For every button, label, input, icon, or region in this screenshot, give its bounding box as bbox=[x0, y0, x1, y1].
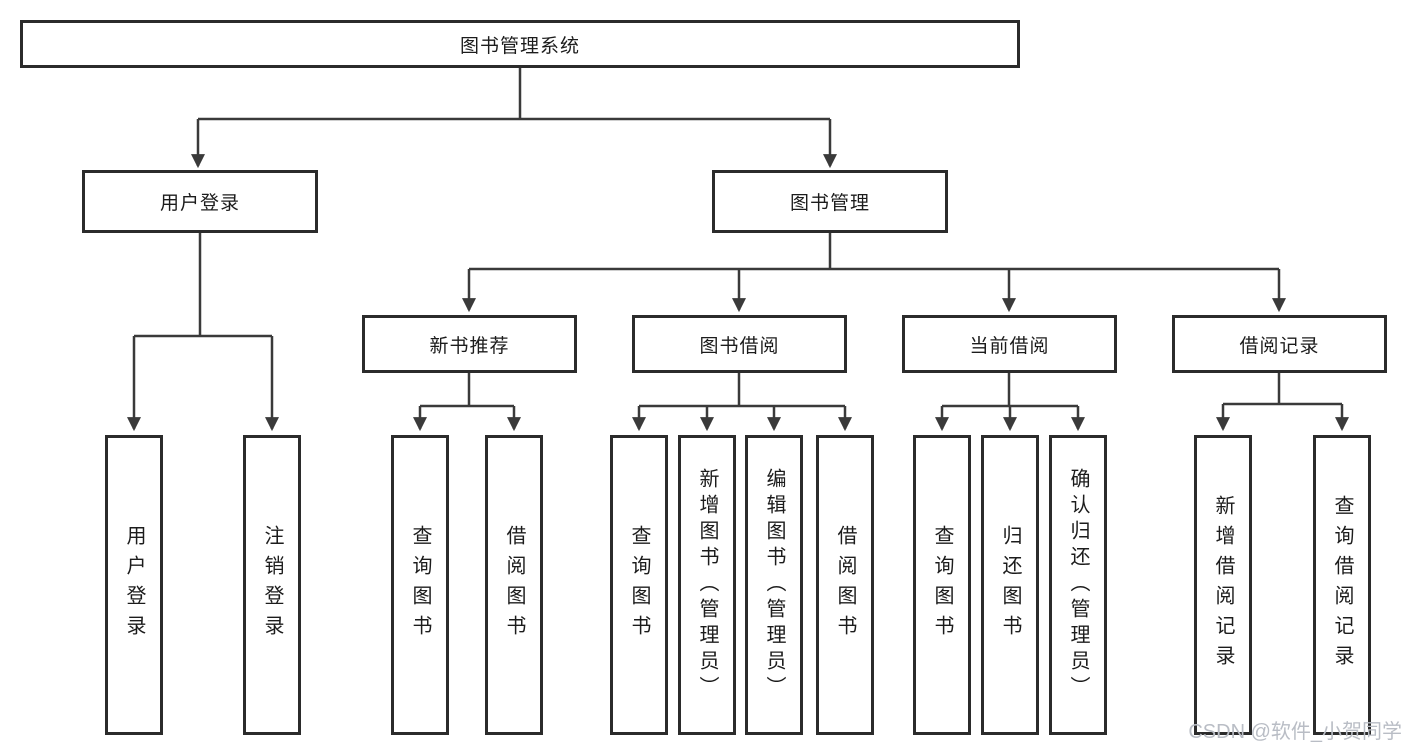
leaf-query-books-borrowing: 查询图书 bbox=[610, 435, 668, 735]
connector-root-to-level2 bbox=[198, 68, 830, 121]
leaf-label: 归还图书 bbox=[999, 525, 1021, 645]
node-new-book-recommend: 新书推荐 bbox=[362, 315, 577, 373]
leaf-label: 借阅图书 bbox=[503, 525, 525, 645]
connector-current-borrow-to-leaves bbox=[942, 373, 1078, 408]
leaf-return-books: 归还图书 bbox=[981, 435, 1039, 735]
leaf-label: 查询图书 bbox=[628, 525, 650, 645]
leaf-user-login: 用户登录 bbox=[105, 435, 163, 735]
connector-user-login-to-leaves bbox=[134, 233, 272, 338]
leaf-label: 注销登录 bbox=[261, 525, 283, 645]
leaf-query-borrow-record: 查询借阅记录 bbox=[1313, 435, 1371, 735]
leaf-confirm-return-admin: 确认归还（管理员） bbox=[1049, 435, 1107, 735]
leaf-borrow-books-recommend: 借阅图书 bbox=[485, 435, 543, 735]
node-book-management: 图书管理 bbox=[712, 170, 948, 233]
node-library-management-system: 图书管理系统 bbox=[20, 20, 1020, 68]
leaf-label: 查询借阅记录 bbox=[1331, 495, 1353, 675]
csdn-watermark: CSDN @软件_小贺同学 bbox=[1188, 721, 1402, 743]
node-borrow-records: 借阅记录 bbox=[1172, 315, 1387, 373]
node-book-borrowing: 图书借阅 bbox=[632, 315, 847, 373]
connector-borrow-records-to-leaves bbox=[1223, 373, 1342, 406]
leaf-add-borrow-record: 新增借阅记录 bbox=[1194, 435, 1252, 735]
leaf-query-books-recommend: 查询图书 bbox=[391, 435, 449, 735]
node-current-borrowing: 当前借阅 bbox=[902, 315, 1117, 373]
leaf-borrow-books: 借阅图书 bbox=[816, 435, 874, 735]
leaf-edit-books-admin: 编辑图书（管理员） bbox=[745, 435, 803, 735]
leaf-label: 编辑图书（管理员） bbox=[763, 468, 785, 702]
leaf-label: 借阅图书 bbox=[834, 525, 856, 645]
leaf-label: 查询图书 bbox=[931, 525, 953, 645]
connector-book-borrow-to-leaves bbox=[639, 373, 845, 408]
leaf-add-books-admin: 新增图书（管理员） bbox=[678, 435, 736, 735]
connector-book-management-to-level3 bbox=[469, 233, 1279, 271]
leaf-label: 确认归还（管理员） bbox=[1067, 468, 1089, 702]
leaf-label: 新增借阅记录 bbox=[1212, 495, 1234, 675]
leaf-logout: 注销登录 bbox=[243, 435, 301, 735]
connector-new-book-to-leaves bbox=[420, 373, 514, 408]
arrowheads bbox=[127, 119, 1349, 432]
leaf-query-books-current: 查询图书 bbox=[913, 435, 971, 735]
leaf-label: 新增图书（管理员） bbox=[696, 468, 718, 702]
leaf-label: 用户登录 bbox=[123, 525, 145, 645]
node-user-login: 用户登录 bbox=[82, 170, 318, 233]
leaf-label: 查询图书 bbox=[409, 525, 431, 645]
